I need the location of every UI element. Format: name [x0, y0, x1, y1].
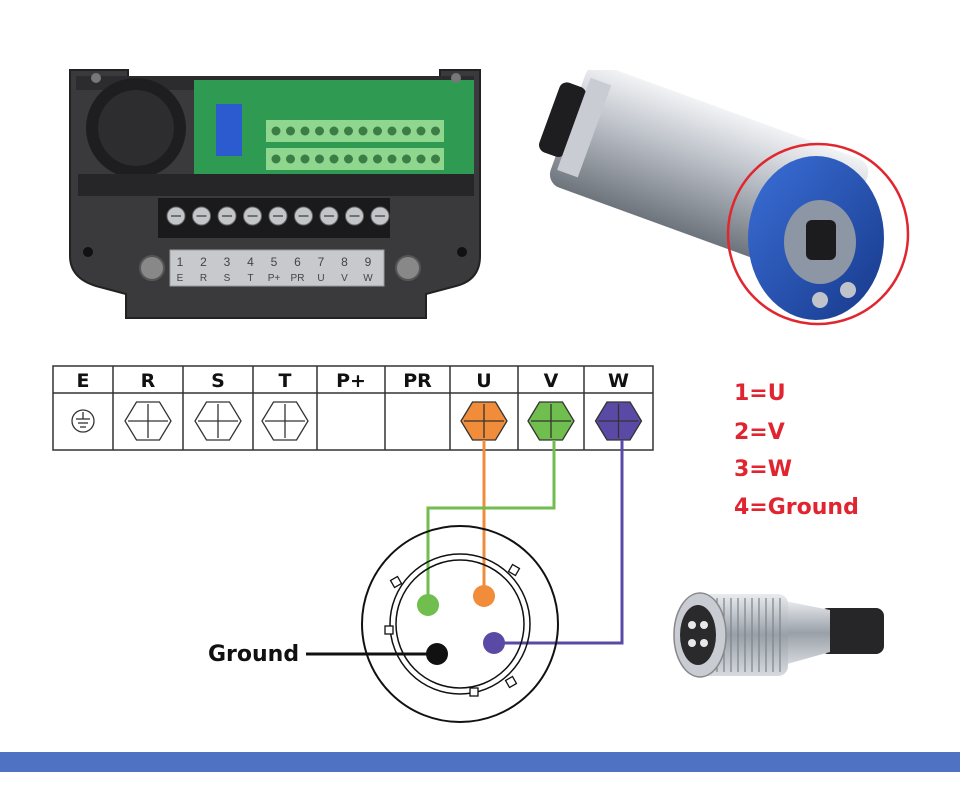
table-header-pr: PR: [403, 370, 432, 392]
table-header-e: E: [77, 370, 90, 392]
board-terminal-label: T: [247, 273, 253, 284]
legend-item-2: 2=V: [734, 420, 785, 445]
aviation-plug-photo: [673, 592, 884, 678]
board-terminal-label: S: [224, 273, 231, 284]
board-terminal-label: W: [363, 273, 373, 284]
board-terminal-label: V: [341, 273, 348, 284]
board-terminal-number: 4: [247, 255, 254, 269]
pin-4-ground: [426, 643, 448, 665]
pin-1-u: [473, 585, 495, 607]
terminal-table: [52, 365, 654, 451]
hex-terminal-icon-w: [594, 401, 643, 441]
v-wire: [426, 440, 556, 605]
hex-terminal-icon-s: [194, 401, 242, 441]
board-terminal-number: 6: [294, 255, 301, 269]
pin-legend: 1=U 2=V 3=W 4=Ground: [734, 381, 859, 520]
table-header-v: V: [544, 370, 559, 392]
ground-label: Ground: [208, 642, 299, 667]
board-terminal-label: P+: [268, 273, 281, 284]
board-terminal-label: E: [177, 273, 184, 284]
legend-item-3: 3=W: [734, 457, 792, 482]
board-terminal-number: 3: [224, 255, 231, 269]
board-terminal-number: 2: [200, 255, 207, 269]
table-header-w: W: [608, 370, 629, 392]
pin-3-w: [483, 632, 505, 654]
spindle-photo: [539, 70, 910, 326]
board-terminal-label: U: [317, 273, 324, 284]
hex-terminal-icon-v: [527, 401, 575, 441]
connector-face: [361, 525, 559, 723]
bottom-bar: [0, 752, 960, 772]
board-terminal-number: 9: [365, 255, 372, 269]
pin-2-v: [417, 594, 439, 616]
highlight-circle: [726, 142, 910, 326]
earth-ground-icon: [71, 409, 95, 433]
board-terminal-number: 1: [177, 255, 184, 269]
board-terminal-number: 7: [318, 255, 325, 269]
legend-item-1: 1=U: [734, 381, 786, 406]
legend-item-4: 4=Ground: [734, 495, 859, 520]
hex-terminal-icon-t: [261, 401, 309, 441]
w-wire: [494, 440, 624, 645]
board-terminal-number: 5: [271, 255, 278, 269]
control-terminals: [266, 120, 444, 170]
table-header-r: R: [141, 370, 156, 392]
board-terminal-number: 8: [341, 255, 348, 269]
inverter-board-photo: 1 2 3 4 5 6 7 8 9 E R S T P+ PR U V W: [69, 69, 481, 319]
table-header-u: U: [476, 370, 491, 392]
board-terminal-label: R: [200, 273, 207, 284]
table-header-t: T: [279, 370, 292, 392]
table-header-pplus: P+: [336, 370, 366, 392]
hex-terminal-icon-u: [460, 401, 508, 441]
hex-terminal-icon-r: [124, 401, 172, 441]
board-terminal-label: PR: [291, 273, 305, 284]
table-header-s: S: [211, 370, 225, 392]
spindle-connector-cap: [748, 156, 884, 320]
